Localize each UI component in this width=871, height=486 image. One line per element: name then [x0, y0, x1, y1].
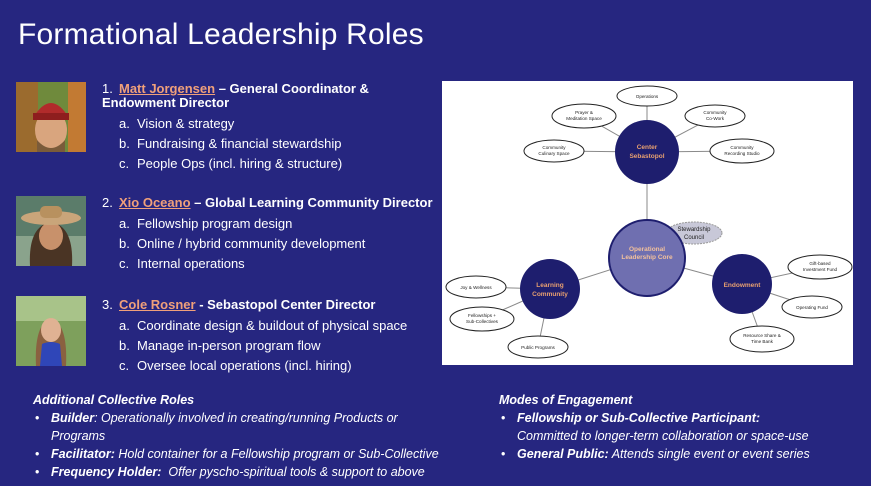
role-1-title: – General Coordinator & Endowment Direct… [102, 81, 369, 110]
org-diagram: Center Sebastopol Learning Community End… [442, 81, 853, 365]
role-1-item: a.Vision & strategy [119, 116, 235, 131]
collective-item-builder-cont: Programs [51, 429, 106, 443]
node-opfund: Operating Fund [796, 305, 828, 310]
role-2-item: c.Internal operations [119, 256, 245, 271]
role-1-item: c.People Ops (incl. hiring & structure) [119, 156, 343, 171]
role-2-title: – Global Learning Community Director [190, 195, 433, 210]
role-3-item: a.Coordinate design & buildout of physic… [119, 318, 408, 333]
node-prayer: Prayer & [575, 110, 593, 115]
hub-learning-label: Community [532, 291, 568, 298]
role-1: 1. Matt Jorgensen – General Coordinator &… [102, 82, 442, 174]
hub-endowment-label: Endowment [724, 282, 762, 289]
collective-heading: Additional Collective Roles [33, 393, 195, 407]
photo-cole [16, 296, 86, 366]
role-2-name-link[interactable]: Xio Oceano [119, 195, 191, 210]
node-resource: Time Bank [751, 339, 773, 344]
role-2-number: 2. [102, 195, 113, 210]
engagement-item-public: General Public: Attends single event or … [499, 445, 859, 463]
hub-core-label: Operational Leadership Core [621, 246, 673, 261]
collective-roles: Additional Collective Roles Builder: Ope… [33, 393, 478, 481]
role-1-number: 1. [102, 81, 113, 96]
role-2-heading: 2. Xio Oceano – Global Learning Community… [102, 196, 442, 210]
node-culinary: Culinary Space [538, 151, 570, 156]
hub-learning-label: Learning [536, 282, 563, 289]
role-3-title: - Sebastopol Center Director [195, 297, 376, 312]
council-label: Council [684, 235, 704, 241]
role-1-heading: 1. Matt Jorgensen – General Coordinator &… [102, 82, 442, 110]
node-operations: Operations [636, 94, 659, 99]
node-culinary: Community [542, 145, 566, 150]
role-1-item: b.Fundraising & financial stewardship [119, 136, 342, 151]
role-3-name-link[interactable]: Cole Rosner [119, 297, 196, 312]
node-gift: Gift-based [809, 261, 831, 266]
role-1-name-link[interactable]: Matt Jorgensen [119, 81, 216, 96]
role-2-item: b.Online / hybrid community development [119, 236, 366, 251]
node-prayer: Meditation Space [566, 116, 602, 121]
role-2: 2. Xio Oceano – Global Learning Community… [102, 196, 442, 274]
node-fellowships: Sub-Collectives [466, 319, 499, 324]
role-3-item: c.Oversee local operations (incl. hiring… [119, 358, 352, 373]
council-label: Stewardship [677, 227, 711, 233]
node-cowork: Community [703, 110, 727, 115]
slide-title: Formational Leadership Roles [18, 18, 424, 51]
role-2-item: a.Fellowship program design [119, 216, 293, 231]
photo-xio [16, 196, 86, 266]
node-public: Public Programs [521, 345, 555, 350]
collective-item-frequency: Frequency Holder: Offer pyscho-spiritual… [33, 463, 478, 481]
role-3: 3. Cole Rosner - Sebastopol Center Direct… [102, 298, 442, 376]
role-3-number: 3. [102, 297, 113, 312]
engagement-item-fellowship-cont: Committed to longer-term collaboration o… [517, 429, 809, 443]
node-resource: Resource Share & [743, 333, 781, 338]
collective-item-facilitator: Facilitator: Hold container for a Fellow… [33, 445, 478, 463]
role-3-item: b.Manage in-person program flow [119, 338, 321, 353]
engagement-heading: Modes of Engagement [499, 393, 633, 407]
collective-item-builder: Builder: Operationally involved in creat… [33, 409, 478, 427]
photo-matt [16, 82, 86, 152]
modes-of-engagement: Modes of Engagement Fellowship or Sub-Co… [499, 393, 859, 463]
node-joy: Joy & Wellness [460, 285, 492, 290]
role-3-heading: 3. Cole Rosner - Sebastopol Center Direct… [102, 298, 442, 312]
engagement-item-fellowship: Fellowship or Sub-Collective Participant… [499, 409, 859, 427]
node-cowork: Co-Work [706, 116, 725, 121]
node-gift: Investment Fund [803, 267, 838, 272]
hub-center-label: Center [637, 144, 658, 151]
hub-center-label: Sebastopol [629, 153, 664, 160]
node-recording: Community [730, 145, 754, 150]
node-recording: Recording Studio [724, 151, 760, 156]
node-fellowships: Fellowships + [468, 313, 496, 318]
